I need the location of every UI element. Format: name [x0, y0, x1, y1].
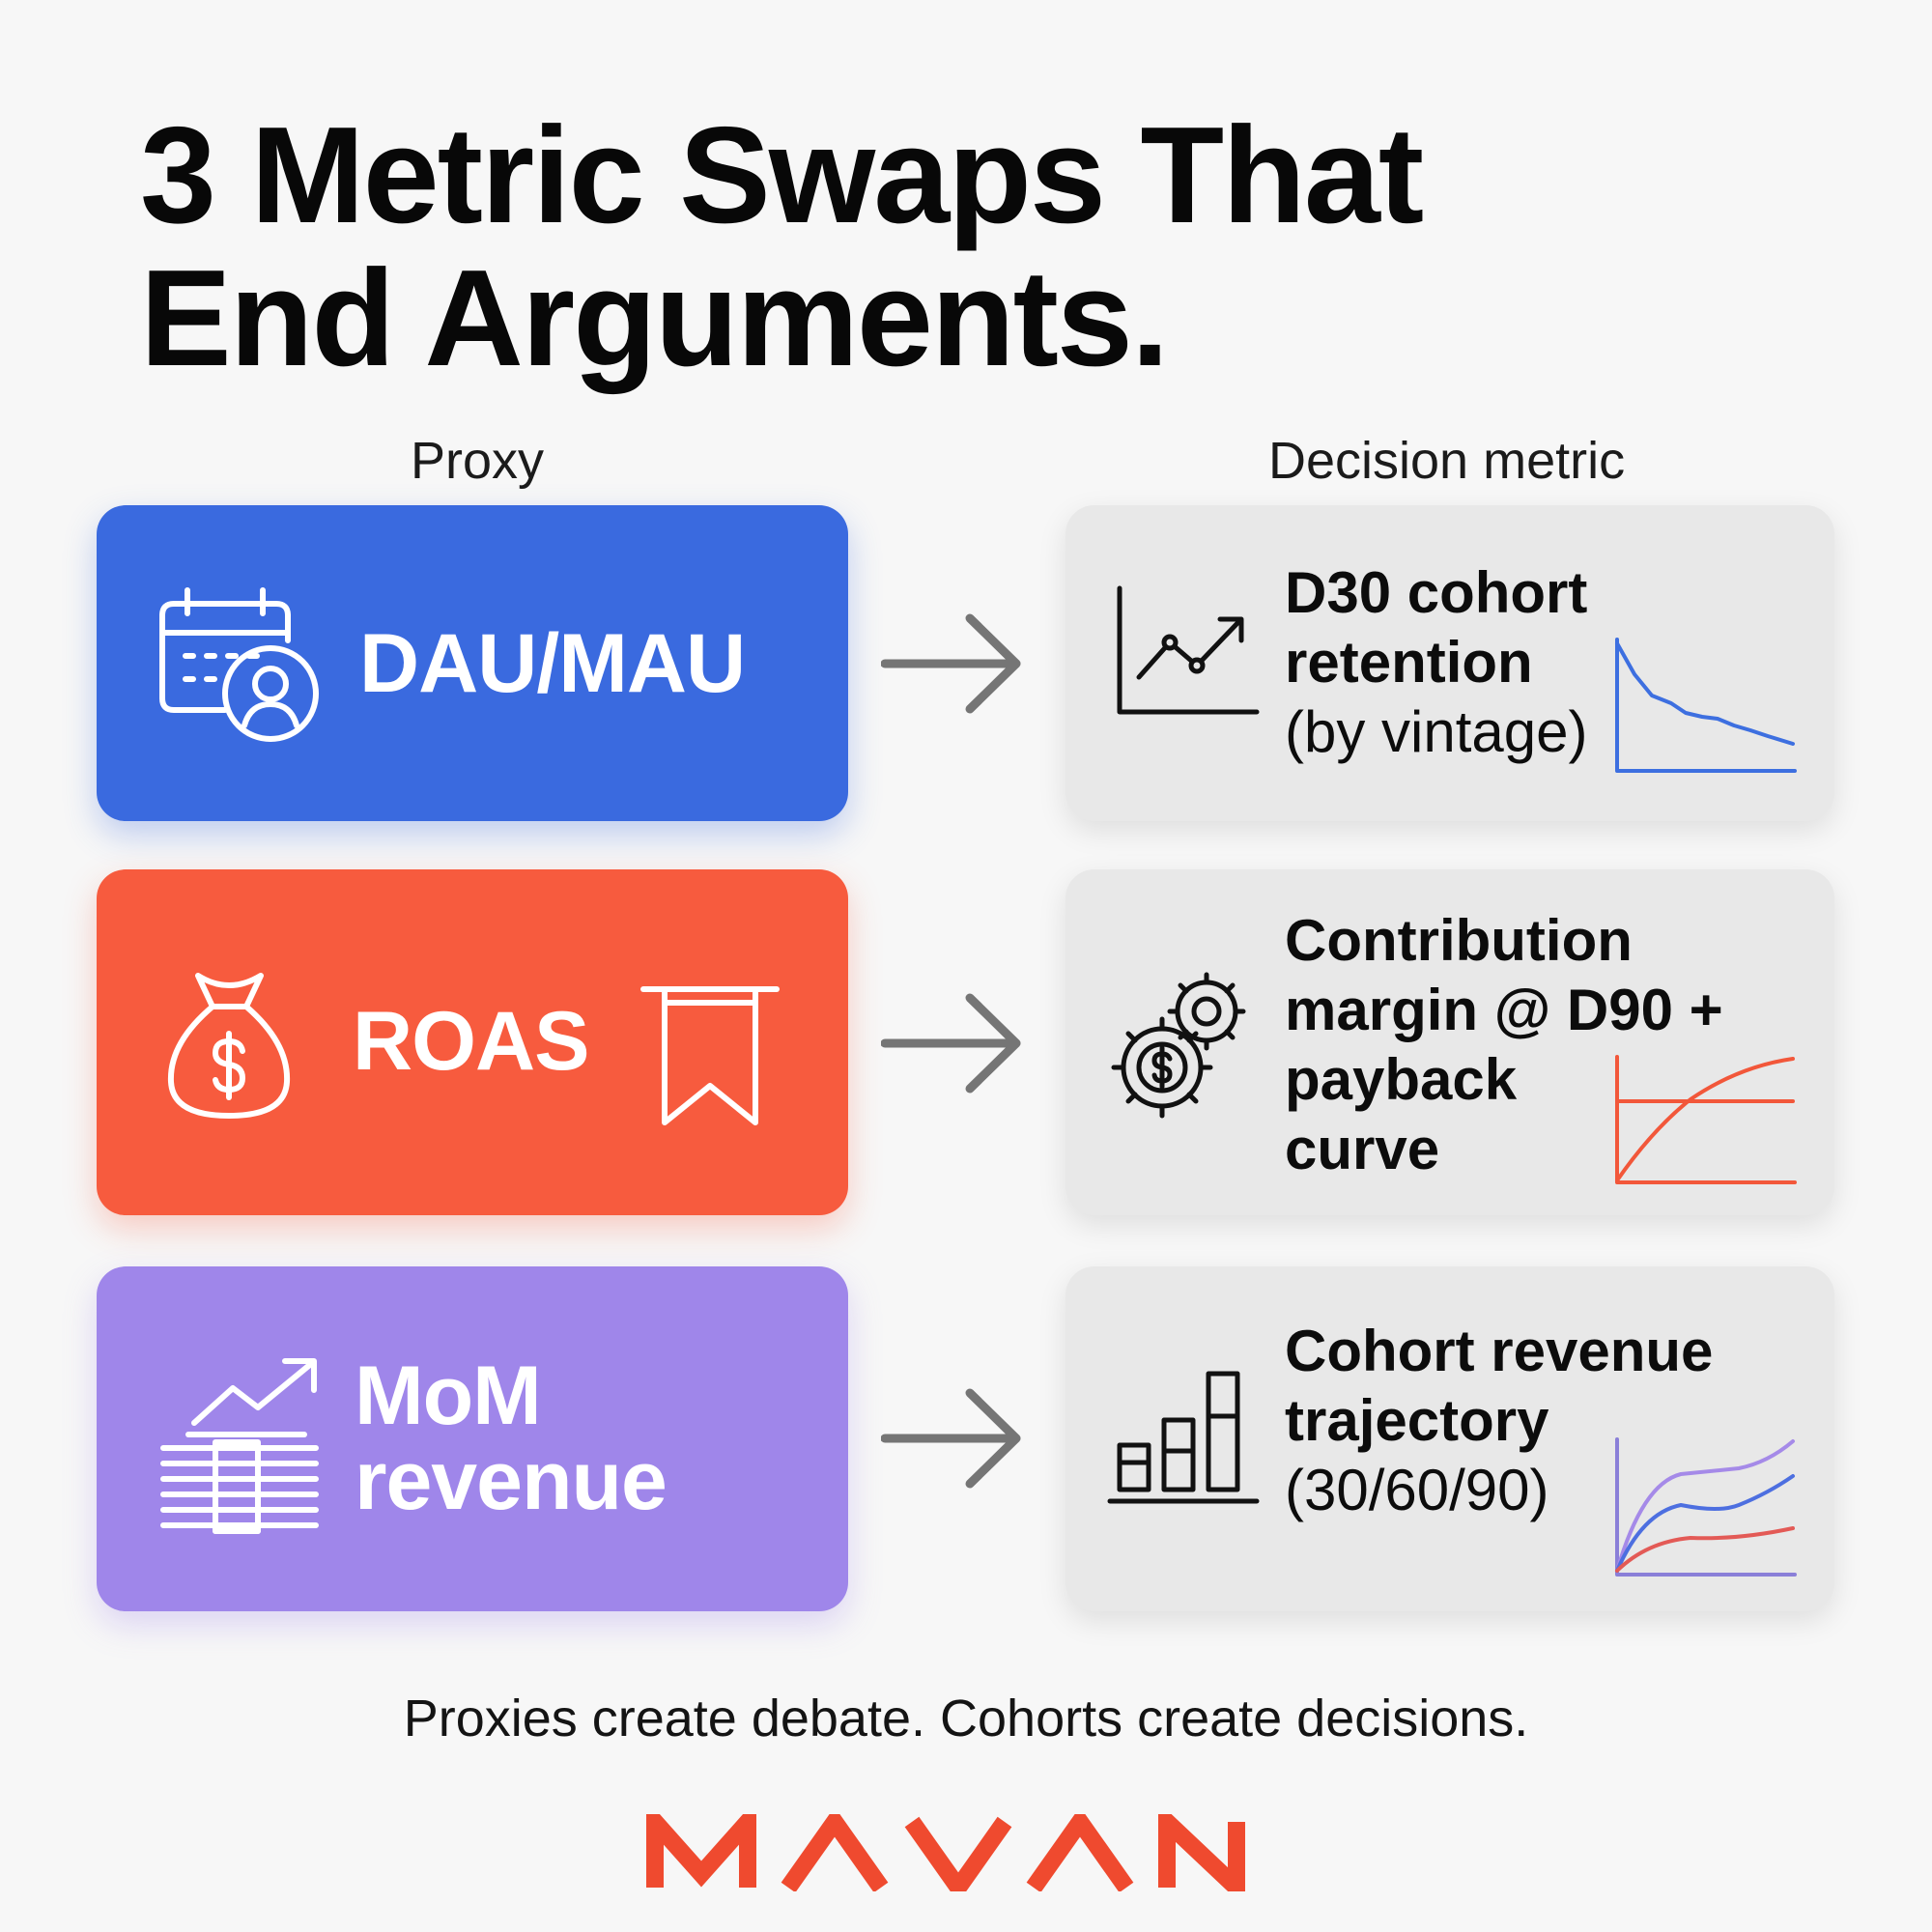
- calendar-icon: [159, 587, 291, 713]
- proxy-label-line: MoM: [355, 1350, 542, 1442]
- proxy-card-dau-mau: DAU/MAU: [97, 505, 848, 821]
- proxy-card-mom-revenue: MoM revenue: [97, 1266, 848, 1611]
- page-title: 3 Metric Swaps That End Arguments.: [140, 99, 1424, 395]
- decision-card-cohort-revenue: Cohort revenue trajectory (30/60/90): [1065, 1266, 1834, 1611]
- decision-subtext: (by vintage): [1285, 699, 1588, 764]
- decision-bold-line: trajectory: [1285, 1388, 1549, 1453]
- cash-stack-icon: [160, 1432, 319, 1534]
- decision-bold-line: curve: [1285, 1117, 1440, 1181]
- title-line-2: End Arguments.: [140, 242, 1169, 395]
- arrow-icon-row-2: [881, 993, 1021, 1094]
- title-line-1: 3 Metric Swaps That: [140, 99, 1424, 252]
- decision-bold-line: payback: [1285, 1047, 1518, 1112]
- decision-bold-line: retention: [1285, 630, 1533, 695]
- proxy-label-mom-revenue: MoM revenue: [355, 1350, 668, 1527]
- proxy-label-dau-mau: DAU/MAU: [359, 617, 746, 710]
- decision-text-cohort: Cohort revenue trajectory (30/60/90): [1285, 1317, 1713, 1525]
- proxy-card-roas: ROAS: [97, 869, 848, 1215]
- user-icon: [222, 645, 319, 742]
- retention-curve-chart: [1615, 638, 1797, 773]
- decision-bold-line: D30 cohort: [1285, 560, 1588, 625]
- decision-text-d30: D30 cohort retention (by vintage): [1285, 558, 1587, 767]
- arrow-icon-row-3: [881, 1388, 1021, 1489]
- arrow-icon-row-1: [881, 613, 1021, 714]
- decision-text-contribution: Contribution margin @ D90 + payback curv…: [1285, 906, 1723, 1184]
- line-chart-icon: [1117, 585, 1260, 715]
- decision-card-contribution-margin: Contribution margin @ D90 + payback curv…: [1065, 869, 1834, 1215]
- money-bag-icon: [167, 973, 291, 1119]
- bar-chart-icon: [1107, 1371, 1260, 1504]
- decision-bold-line: margin @ D90 +: [1285, 978, 1723, 1042]
- decision-column-header: Decision metric: [1268, 432, 1626, 490]
- proxy-label-line: revenue: [355, 1435, 668, 1527]
- tagline: Proxies create debate. Cohorts create de…: [403, 1690, 1529, 1747]
- proxy-label-roas: ROAS: [353, 995, 589, 1088]
- cohort-curves-chart: [1615, 1437, 1797, 1577]
- decision-bold-line: Contribution: [1285, 908, 1633, 973]
- proxy-column-header: Proxy: [411, 432, 545, 490]
- banner-icon: [640, 986, 780, 1125]
- decision-subtext: (30/60/90): [1285, 1458, 1549, 1522]
- payback-curve-chart: [1615, 1055, 1797, 1184]
- trend-arrow-icon: [191, 1358, 317, 1426]
- gears-dollar-icon: [1111, 972, 1246, 1119]
- decision-card-d30-retention: D30 cohort retention (by vintage): [1065, 505, 1834, 821]
- brand-logo: [646, 1814, 1245, 1891]
- decision-bold-line: Cohort revenue: [1285, 1319, 1714, 1383]
